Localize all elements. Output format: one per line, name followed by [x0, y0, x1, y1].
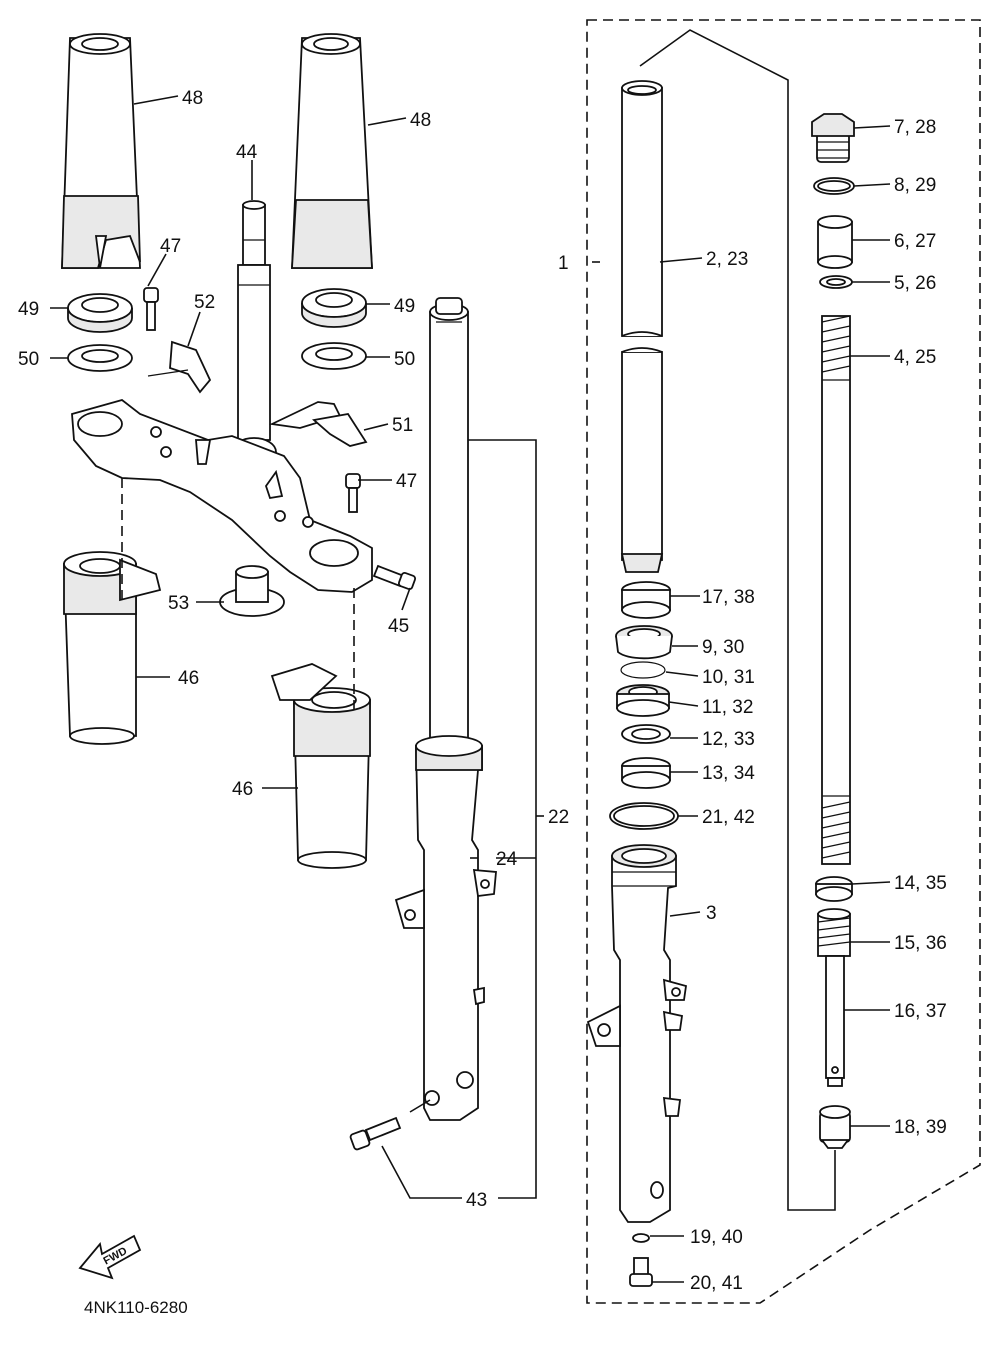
bolt-47-left: [143, 287, 159, 331]
callout-15-36: 15, 36: [894, 933, 947, 954]
oil-seal-11-32: [616, 684, 670, 717]
callout-49-left: 49: [18, 299, 39, 320]
callout-43: 43: [466, 1190, 487, 1211]
callout-48-right: 48: [410, 110, 431, 131]
bolt-45: [372, 564, 417, 591]
steering-stem-44: [231, 200, 277, 467]
callout-46-left: 46: [178, 668, 199, 689]
callout-22: 22: [548, 807, 569, 828]
callout-8-29: 8, 29: [894, 175, 936, 196]
callout-47-left: 47: [160, 236, 181, 257]
slide-bushing-13-34: [621, 757, 671, 789]
callout-17-38: 17, 38: [702, 587, 755, 608]
fork-cover-46-left: [63, 551, 162, 745]
callout-10-31: 10, 31: [702, 667, 755, 688]
callout-51: 51: [392, 415, 413, 436]
assembly-boundary: [586, 19, 981, 1304]
outer-fork-tube-24: [394, 735, 497, 1121]
cap-53: [219, 565, 285, 617]
callout-2-23: 2, 23: [706, 249, 748, 270]
copper-washer-19-40: [632, 1233, 650, 1243]
diagram-code: 4NK110-6280: [84, 1298, 188, 1317]
leader-lines: [50, 29, 891, 1283]
bolt-20-41: [629, 1257, 653, 1287]
fork-cover-46-right: [270, 663, 371, 869]
outer-tube-3: [586, 844, 688, 1223]
stopper-ring-10-31: [620, 661, 666, 679]
callout-4-25: 4, 25: [894, 347, 936, 368]
callout-14-35: 14, 35: [894, 873, 947, 894]
piston-ring-14-35: [815, 876, 853, 902]
callout-1: 1: [558, 253, 569, 274]
callout-46-right: 46: [232, 779, 253, 800]
callout-21-42: 21, 42: [702, 807, 755, 828]
callout-48-left: 48: [182, 88, 203, 109]
callout-5-26: 5, 26: [894, 273, 936, 294]
washer-49-right: [301, 288, 367, 328]
damper-rod-16-37: [825, 955, 845, 1087]
callout-50-left: 50: [18, 349, 39, 370]
cable-guide-51: [268, 401, 368, 447]
callout-49-right: 49: [394, 296, 415, 317]
callout-6-27: 6, 27: [894, 231, 936, 252]
oil-lock-piece-18-39: [819, 1105, 851, 1149]
callout-16-37: 16, 37: [894, 1001, 947, 1022]
washer-49-left: [67, 293, 133, 333]
washer-5-26: [819, 275, 853, 289]
callout-12-33: 12, 33: [702, 729, 755, 750]
fork-cover-48-right: [291, 33, 373, 269]
callout-11-32: 11, 32: [702, 697, 753, 718]
fork-spring-4-25: [821, 315, 851, 865]
callout-47-right: 47: [396, 471, 417, 492]
washer-50-right: [301, 342, 367, 370]
fwd-arrow-icon: FWD: [78, 1234, 142, 1280]
callout-20-41: 20, 41: [690, 1273, 743, 1294]
washer-12-33: [621, 724, 671, 744]
inner-fork-tube-22: [429, 297, 469, 745]
callout-50-right: 50: [394, 349, 415, 370]
slide-bushing-17-38: [621, 581, 671, 619]
o-ring-8-29: [813, 177, 855, 195]
callout-7-28: 7, 28: [894, 117, 936, 138]
callout-18-39: 18, 39: [894, 1117, 947, 1138]
bolt-43: [349, 1116, 402, 1151]
cap-bolt-7-28: [811, 113, 855, 163]
callout-52: 52: [194, 292, 215, 313]
callout-19-40: 19, 40: [690, 1227, 743, 1248]
callout-9-30: 9, 30: [702, 637, 744, 658]
callout-3: 3: [706, 903, 717, 924]
o-ring-21-42: [609, 802, 679, 830]
callout-53: 53: [168, 593, 189, 614]
callout-13-34: 13, 34: [702, 763, 755, 784]
callout-45: 45: [388, 616, 409, 637]
callout-44: 44: [236, 142, 258, 163]
fork-cover-48-left: [61, 33, 141, 269]
bolt-47-right: [345, 473, 361, 513]
inner-tube-2-23: [620, 80, 664, 573]
spacer-6-27: [817, 215, 853, 269]
callout-24: 24: [496, 849, 518, 870]
dust-seal-9-30: [615, 625, 673, 660]
brake-hose-holder-52: [147, 340, 212, 394]
washer-50-left: [67, 344, 133, 372]
under-bracket: [71, 399, 373, 593]
rebound-spring-15-36: [817, 908, 851, 957]
